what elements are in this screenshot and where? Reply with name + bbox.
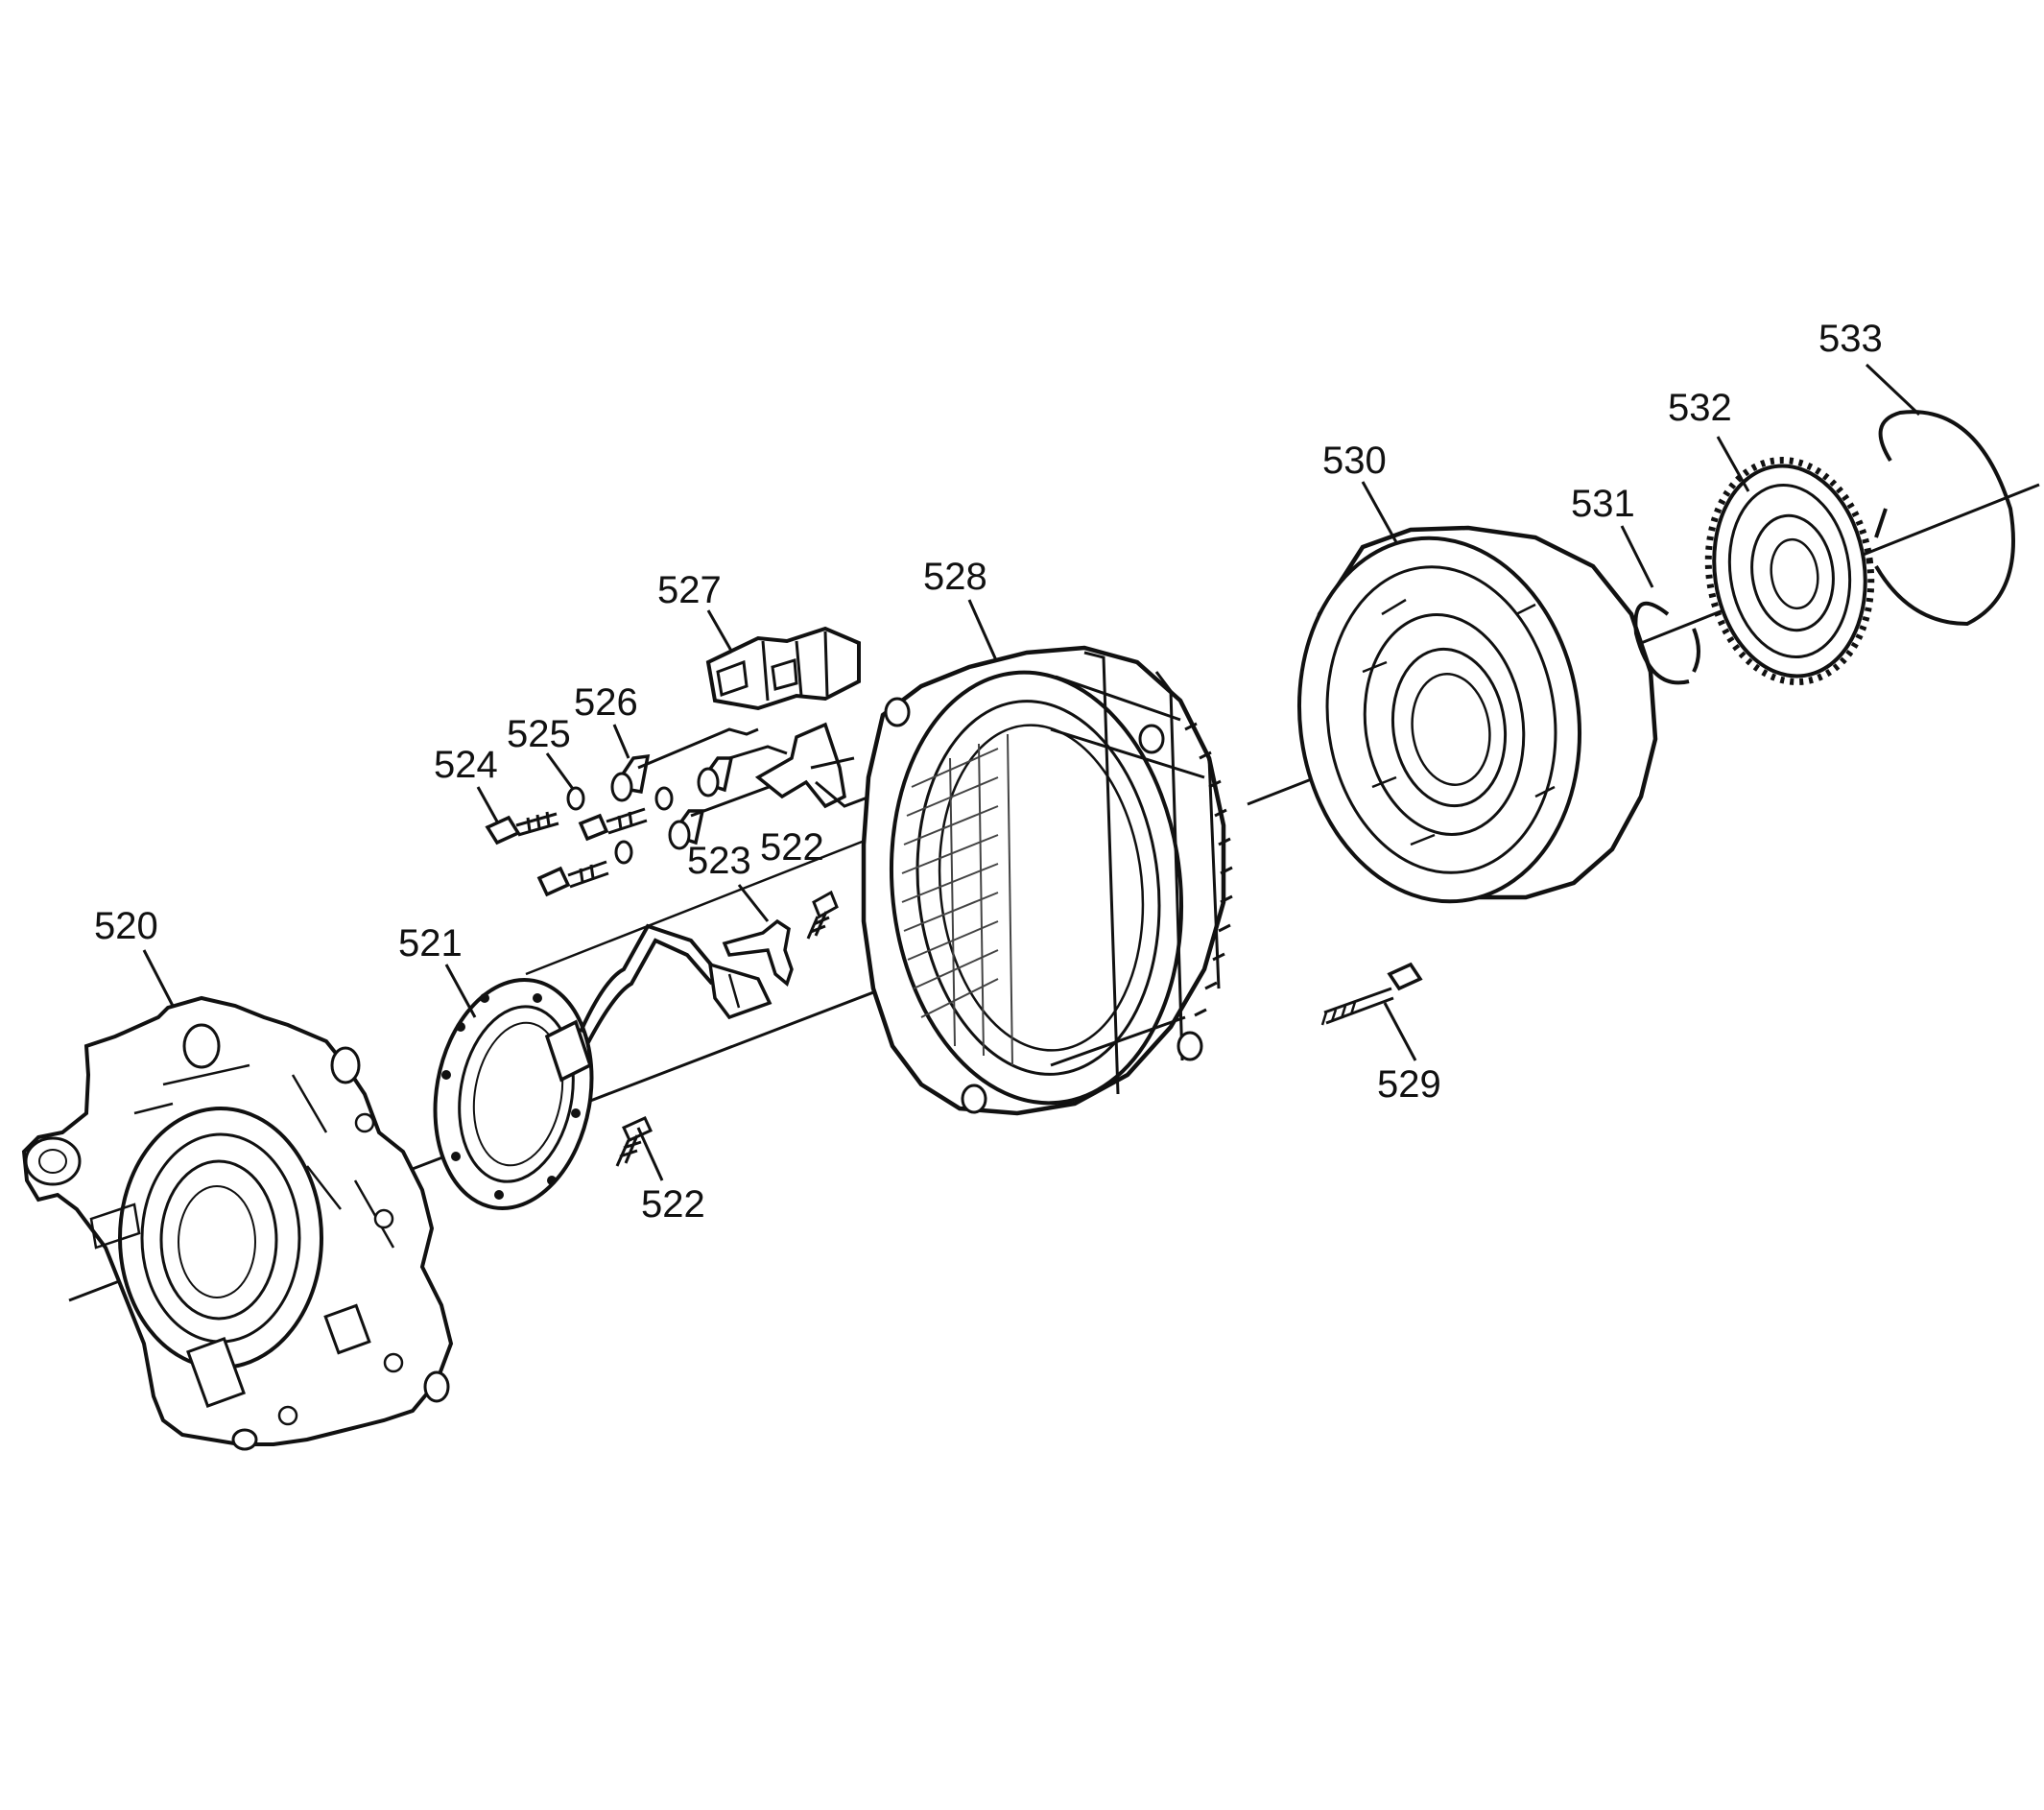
bolt-524-c [536,860,609,897]
callout-leader-532 [1716,436,1750,492]
callout-533: 533 [1818,318,1883,360]
callout-526: 526 [574,681,638,724]
callout-leader-522-lower [636,1127,664,1181]
screw-522-lower [615,1116,653,1167]
bolt-524-a [485,811,559,845]
callout-leader-521 [444,964,477,1018]
callout-530: 530 [1322,440,1387,482]
snap-ring-531 [1633,601,1700,685]
connector-block-527 [705,626,861,711]
callout-522-upper: 522 [760,826,824,869]
callout-leader-530 [1361,481,1398,543]
callout-leader-524 [476,786,499,822]
terminal-bracket [637,722,884,818]
washer-525 [566,786,674,865]
callout-leader-526 [612,724,630,759]
callout-527: 527 [657,569,722,611]
callout-labels: 520 521 522 522 523 524 525 526 527 528 … [94,318,1883,1226]
bracket-clip-523 [722,918,794,987]
snap-ring-533 [1874,410,2015,627]
callout-leader-520 [142,949,175,1007]
callout-leader-533 [1865,363,1921,417]
housing-cover-520 [21,995,454,1451]
callout-523: 523 [687,840,751,882]
callout-leader-529 [1383,1002,1417,1061]
callout-leader-525 [545,752,575,790]
bolt-524-b [578,807,648,842]
callout-525: 525 [507,713,571,755]
callout-leader-528 [967,599,998,661]
callout-leader-523 [737,884,770,922]
stator-528 [861,645,1233,1116]
resolver-ring-521 [433,923,717,1210]
screw-522-upper [806,890,839,940]
callout-532: 532 [1668,387,1732,429]
rotor-530 [1296,525,1658,904]
callout-522-lower: 522 [641,1183,705,1226]
callout-529: 529 [1377,1063,1441,1106]
callout-531: 531 [1571,483,1635,525]
long-bolt-529 [1320,962,1423,1026]
callout-521: 521 [398,922,463,965]
callout-528: 528 [923,556,987,598]
callout-leader-527 [706,609,733,652]
resolver-connector [707,962,772,1020]
callout-leader-531 [1620,525,1654,588]
callout-524: 524 [434,744,498,786]
callout-520: 520 [94,905,158,947]
gear-532 [1704,457,1875,685]
